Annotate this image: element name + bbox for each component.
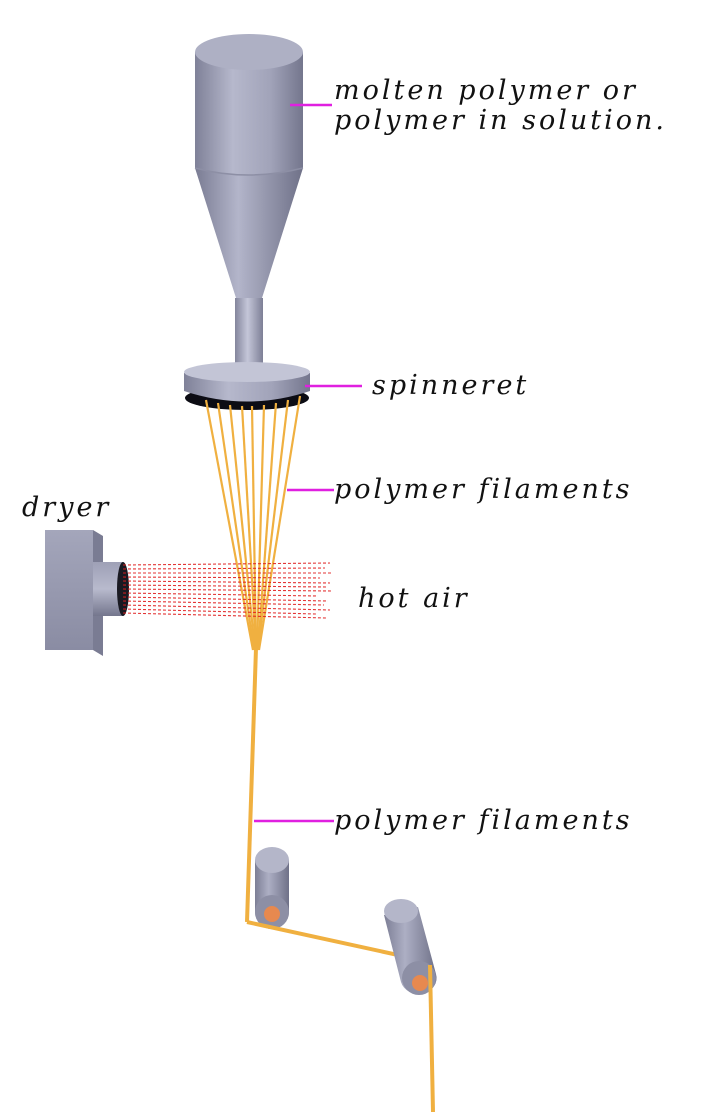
label-polymer-filaments-upper: polymer filaments bbox=[334, 474, 633, 505]
roller-2 bbox=[384, 899, 437, 995]
label-hopper-line1: molten polymer or bbox=[334, 75, 638, 106]
leader-lines bbox=[254, 103, 362, 823]
label-spinneret: spinneret bbox=[372, 370, 530, 401]
hopper bbox=[194, 34, 304, 368]
label-polymer-filaments-lower: polymer filaments bbox=[334, 805, 633, 836]
label-dryer: dryer bbox=[22, 492, 112, 523]
filament-exit bbox=[428, 964, 435, 1113]
roller-1 bbox=[255, 847, 289, 929]
label-hopper-line2: polymer in solution. bbox=[334, 105, 667, 136]
polymer-filaments-lower bbox=[245, 647, 258, 923]
hot-air-stream bbox=[122, 562, 332, 619]
spinneret bbox=[184, 362, 310, 410]
dryer bbox=[45, 530, 129, 656]
polymer-filaments-upper bbox=[204, 395, 302, 651]
label-hot-air: hot air bbox=[358, 583, 470, 614]
